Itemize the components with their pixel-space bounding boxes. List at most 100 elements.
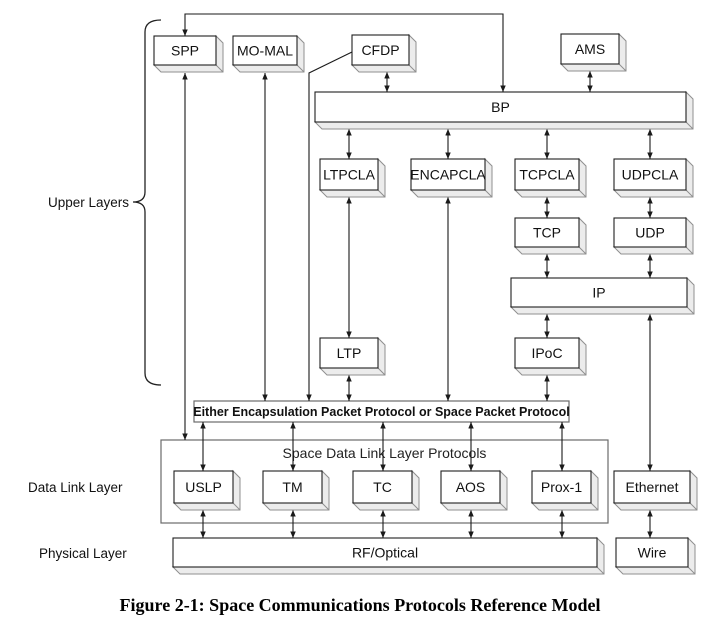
box-label: RF/Optical — [352, 545, 418, 561]
box-label: TC — [373, 479, 392, 495]
data-link-layer-label: Data Link Layer — [28, 480, 123, 495]
box-face — [514, 337, 580, 369]
box-3d-shadow-edge — [484, 189, 493, 198]
box-3d-shadow-edge — [685, 121, 694, 130]
box-face — [314, 91, 687, 123]
box-3d-shadow-edge — [377, 189, 386, 198]
edges — [182, 13, 653, 538]
box-label: MO-MAL — [237, 43, 293, 59]
box-label: TCPCLA — [519, 167, 575, 183]
box-label: AMS — [575, 41, 605, 57]
box-3d-shadow-edge — [689, 502, 698, 511]
box-label: Ethernet — [626, 479, 679, 495]
box-face — [615, 537, 689, 568]
box-label: LTP — [337, 345, 362, 361]
box-face — [514, 217, 580, 248]
node-tcpcla: TCPCLA — [513, 157, 587, 198]
box-face — [173, 470, 234, 504]
box-face — [613, 470, 691, 504]
box-label: CFDP — [361, 42, 399, 58]
node-prox-1: Prox-1 — [530, 469, 599, 511]
box-label: UDP — [635, 225, 665, 241]
box-face — [153, 35, 217, 66]
box-label: SPP — [171, 43, 199, 59]
box-label: Either Encapsulation Packet Protocol or … — [193, 405, 570, 419]
box-label: Wire — [638, 545, 667, 561]
node-ip: IP — [509, 276, 695, 315]
node-udp: UDP — [612, 216, 694, 255]
upper-layers-brace — [132, 19, 162, 386]
node-ltpcla: LTPCLA — [318, 157, 386, 198]
box-3d-shadow-edge — [408, 64, 417, 73]
box-3d-shadow-edge — [578, 246, 587, 255]
box-3d-shadow-edge — [296, 64, 305, 73]
node-ethernet: Ethernet — [612, 469, 698, 511]
box-face — [613, 158, 687, 191]
box-face — [172, 537, 598, 568]
box-3d-shadow-edge — [578, 367, 587, 376]
edge-cfdp-encap-bar — [306, 51, 353, 401]
box-3d-shadow-edge — [215, 64, 224, 73]
box-face — [319, 158, 379, 191]
box-face — [232, 35, 298, 66]
box-label: TM — [282, 479, 302, 495]
node-aos: AOS — [439, 469, 508, 511]
box-3d-shadow-edge — [578, 189, 587, 198]
node-rf-optical: RF/Optical — [171, 536, 605, 575]
box-3d-shadow-edge — [685, 189, 694, 198]
node-tm: TM — [261, 469, 330, 511]
node-udpcla: UDPCLA — [612, 157, 694, 198]
node-wire: Wire — [614, 536, 696, 575]
box-label: ENCAPCLA — [410, 167, 486, 183]
box-3d-shadow-edge — [499, 502, 508, 511]
node-cfdp: CFDP — [350, 33, 417, 73]
box-3d-shadow-edge — [618, 63, 627, 72]
box-face — [352, 470, 413, 504]
box-label: USLP — [185, 479, 222, 495]
box-face — [510, 277, 688, 308]
box-label: UDPCLA — [622, 167, 679, 183]
box-face — [531, 470, 592, 504]
box-3d-shadow-edge — [232, 502, 241, 511]
box-face — [351, 34, 410, 66]
box-3d-shadow-edge — [590, 502, 599, 511]
box-label: Space Data Link Layer Protocols — [283, 445, 487, 461]
box-label: TCP — [533, 225, 561, 241]
upper-layers-label: Upper Layers — [48, 195, 129, 210]
figure-caption: Figure 2-1: Space Communications Protoco… — [120, 595, 601, 615]
box-3d-shadow-edge — [411, 502, 420, 511]
encapsulation-bar: Either Encapsulation Packet Protocol or … — [193, 400, 570, 423]
node-ipoc: IPoC — [513, 336, 587, 376]
box-label: IP — [592, 285, 605, 301]
box-3d-shadow-edge — [687, 566, 696, 575]
node-ltp: LTP — [318, 336, 386, 376]
box-face — [560, 33, 620, 65]
box-face — [613, 217, 687, 248]
box-label: BP — [491, 99, 510, 115]
box-label: Prox-1 — [541, 479, 582, 495]
box-3d-shadow-edge — [321, 502, 330, 511]
edge-spp-bp-toproute — [182, 13, 506, 92]
box-face — [262, 470, 323, 504]
node-ams: AMS — [559, 32, 627, 72]
box-3d-shadow-edge — [377, 367, 386, 376]
node-bp: BP — [313, 90, 694, 130]
node-mo-mal: MO-MAL — [231, 34, 305, 73]
node-tcp: TCP — [513, 216, 587, 255]
node-encapcla: ENCAPCLA — [409, 157, 493, 198]
box-label: AOS — [456, 479, 486, 495]
box-3d-shadow-edge — [596, 566, 605, 575]
box-face — [514, 158, 580, 191]
box-face — [319, 337, 379, 369]
box-face — [410, 158, 486, 191]
node-spp: SPP — [152, 34, 224, 73]
box-label: LTPCLA — [323, 167, 376, 183]
physical-layer-label: Physical Layer — [39, 546, 127, 561]
node-tc: TC — [351, 469, 420, 511]
node-uslp: USLP — [172, 469, 241, 511]
box-3d-shadow-edge — [685, 246, 694, 255]
box-3d-shadow-edge — [686, 306, 695, 315]
box-face — [440, 470, 501, 504]
